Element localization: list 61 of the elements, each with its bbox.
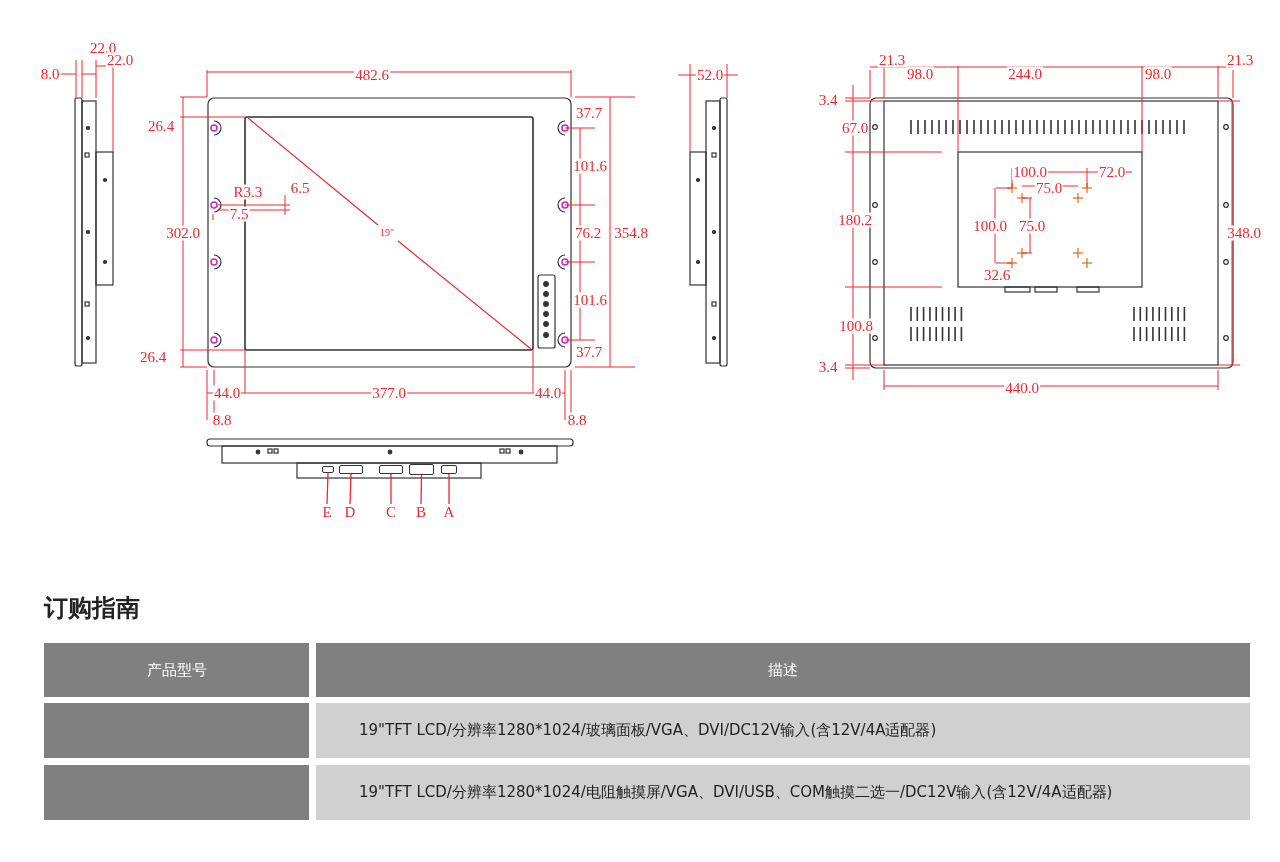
- table-header: 描述: [316, 643, 1250, 697]
- dimension-label: 8.8: [211, 412, 233, 428]
- connector-port: [379, 465, 403, 474]
- dimension-label: 440.0: [1004, 380, 1040, 396]
- dimension-label: 75.0: [1017, 218, 1047, 234]
- dimension-label: 377.0: [371, 385, 407, 401]
- dimension-label: 3.4: [817, 92, 839, 108]
- dimension-label: 244.0: [1007, 66, 1043, 82]
- dimension-label: 75.0: [1034, 180, 1064, 196]
- leader-line: [326, 472, 329, 505]
- dimension-label: 21.3: [1225, 52, 1255, 68]
- table-cell: 19"TFT LCD/分辨率1280*1024/电阻触摸屏/VGA、DVI/USB、COM触摸二选一/DC12V输入(含12V/4A适配器): [316, 765, 1250, 820]
- leader-line: [448, 473, 450, 505]
- dimension-label: 52.0: [695, 67, 725, 83]
- dimension-label: 3.4: [817, 359, 839, 375]
- dimension-label: 22.0: [105, 52, 135, 68]
- callout-letter: C: [386, 505, 396, 520]
- leader-line: [390, 473, 392, 505]
- dimension-label: 6.5: [289, 180, 311, 196]
- dimension-label: 98.0: [905, 66, 935, 82]
- dimension-label: 348.0: [1226, 225, 1262, 241]
- dimension-label: 44.0: [533, 385, 563, 401]
- callout-letter: A: [443, 505, 455, 520]
- dimension-label: 19": [378, 228, 396, 238]
- leader-line: [349, 473, 352, 505]
- dimension-label: R3.3: [232, 184, 264, 200]
- dimension-label: 180.2: [837, 212, 873, 228]
- connector-port: [409, 464, 434, 475]
- dimension-label: 37.7: [574, 105, 604, 121]
- dimension-label: 67.0: [840, 120, 870, 136]
- section-title: 订购指南: [44, 593, 140, 624]
- dimension-label: 100.8: [838, 318, 874, 334]
- dimension-label: 72.0: [1097, 164, 1127, 180]
- dimension-label: 101.6: [572, 158, 608, 174]
- dimension-label: 32.6: [982, 267, 1012, 283]
- dimension-label: 26.4: [146, 118, 176, 134]
- dimension-label: 8.0: [39, 66, 61, 82]
- callout-letter: E: [322, 505, 332, 520]
- table-cell: 19"TFT LCD/分辨率1280*1024/玻璃面板/VGA、DVI/DC12V输入(含12V/4A适配器): [316, 703, 1250, 758]
- dimension-label: 76.2: [573, 225, 603, 241]
- dimension-label: 100.0: [972, 218, 1008, 234]
- connector-port: [441, 465, 457, 474]
- callout-letter: D: [344, 505, 356, 520]
- dimension-label: 98.0: [1143, 66, 1173, 82]
- table-header: 产品型号: [44, 643, 309, 697]
- dimension-label: 8.8: [566, 412, 588, 428]
- dimension-label: 101.6: [572, 292, 608, 308]
- connector-port: [339, 465, 363, 474]
- dimension-label: 44.0: [212, 385, 242, 401]
- dimension-label: 482.6: [354, 67, 390, 83]
- dimension-label: 21.3: [877, 52, 907, 68]
- dimension-label: 7.5: [228, 206, 250, 222]
- connector-port: [322, 466, 334, 473]
- dimension-label: 22.0: [88, 40, 118, 56]
- leader-line: [420, 474, 423, 505]
- dimension-label: 302.0: [165, 225, 201, 241]
- dimension-label: 100.0: [1012, 164, 1048, 180]
- dimension-label: 354.8: [613, 225, 649, 241]
- dimension-label: 37.7: [574, 344, 604, 360]
- dimension-label: 26.4: [138, 349, 168, 365]
- callout-letter: B: [416, 505, 426, 520]
